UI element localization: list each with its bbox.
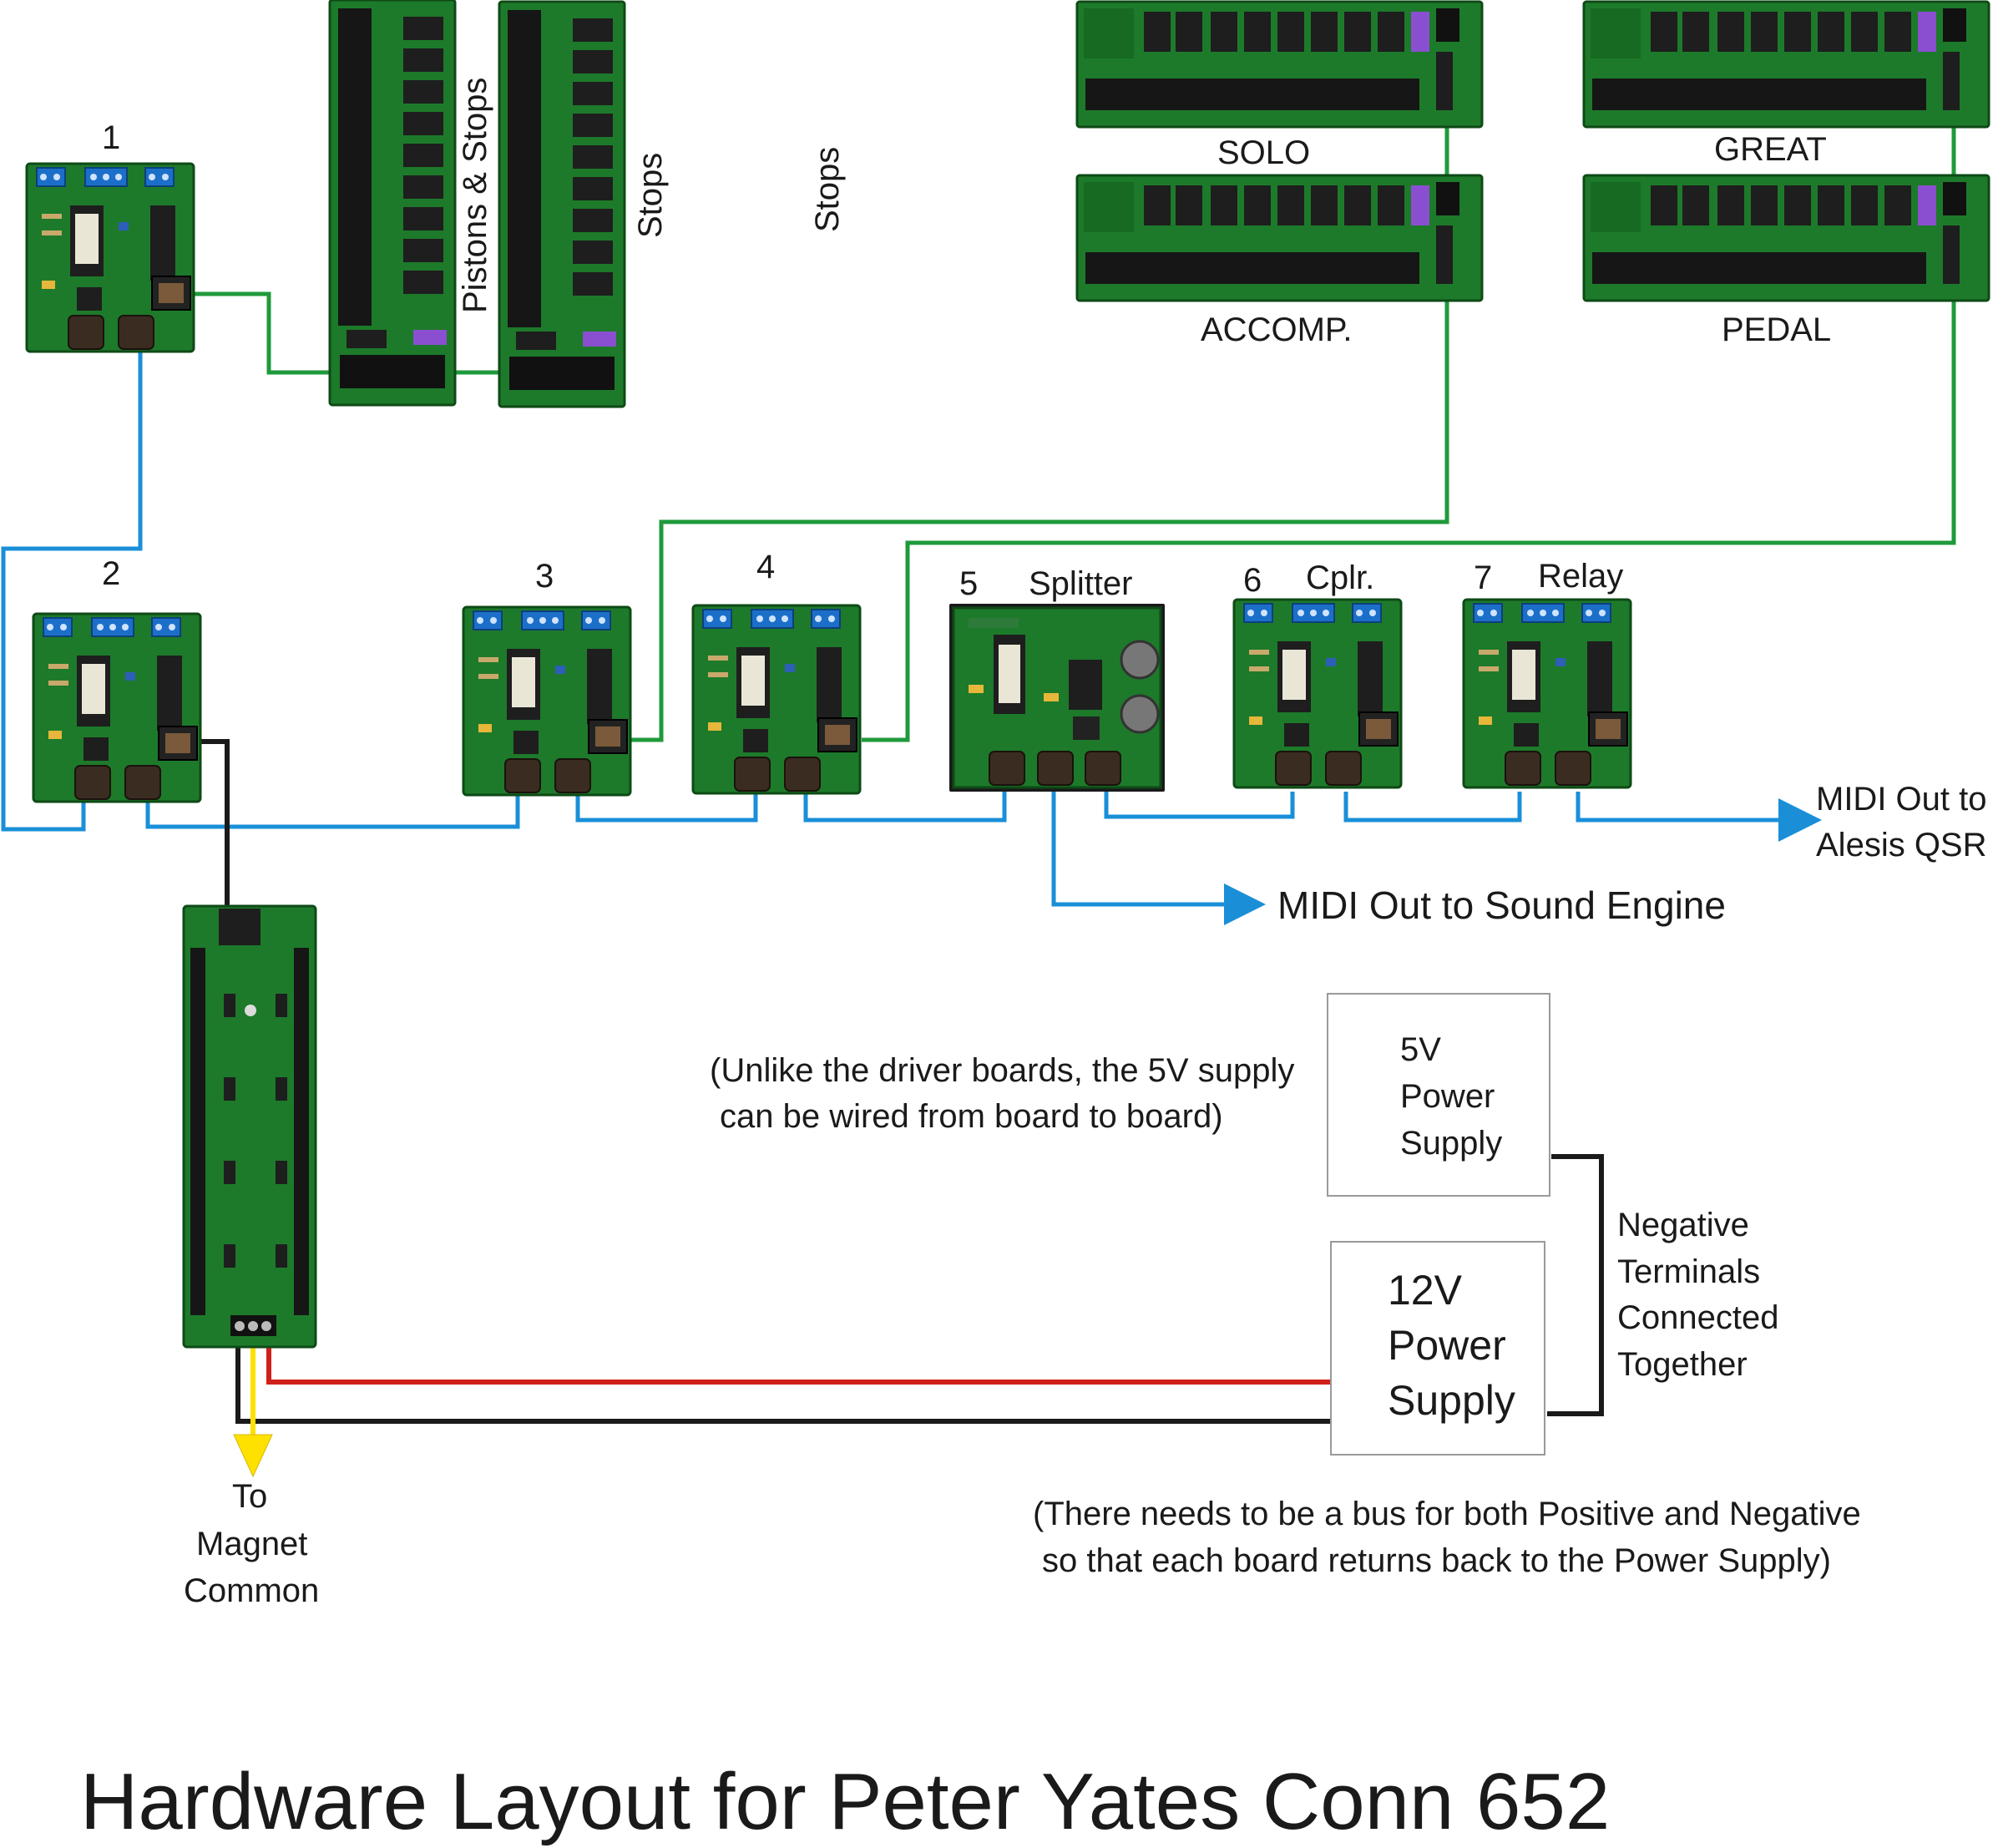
magnet-driver-board bbox=[182, 904, 317, 1349]
hv64-board-accomp bbox=[1075, 174, 1484, 302]
ps12-line2: Power bbox=[1388, 1322, 1506, 1369]
ps12-line3: Supply bbox=[1388, 1377, 1515, 1424]
magnet-note-line2: Magnet bbox=[196, 1526, 307, 1562]
board-name-cplr: Cplr. bbox=[1306, 559, 1374, 596]
magnet-note-line1: To bbox=[232, 1478, 267, 1515]
ps5-line2: Power bbox=[1400, 1078, 1495, 1115]
board-name-splitter: Splitter bbox=[1029, 565, 1133, 602]
blue-wire-board1-board2 bbox=[1, 349, 143, 832]
label-great: GREAT bbox=[1714, 131, 1827, 168]
black-wire-board2-driver bbox=[194, 739, 230, 910]
hv64-board-solo bbox=[1075, 0, 1484, 129]
label-pedal: PEDAL bbox=[1722, 311, 1831, 348]
bus-note-line2: so that each board returns back to the P… bbox=[1042, 1542, 1831, 1579]
ps5-line1: 5V bbox=[1400, 1031, 1441, 1068]
splitter-board bbox=[949, 604, 1165, 792]
blue-wire-board2-board3 bbox=[145, 792, 520, 829]
label-midi-out-qsr-line2: Alesis QSR bbox=[1816, 827, 1987, 863]
hv64-board-pedal bbox=[1582, 174, 1990, 302]
board-number-3: 3 bbox=[535, 558, 554, 595]
arrow-alesis-qsr bbox=[1778, 798, 1822, 842]
ps12-line1: 12V bbox=[1388, 1267, 1463, 1314]
board-number-4: 4 bbox=[756, 549, 775, 585]
arrow-magnet-common bbox=[233, 1434, 273, 1478]
page-title: Hardware Layout for Peter Yates Conn 652 bbox=[80, 1757, 1610, 1846]
black-wire-negatives-together bbox=[1547, 1154, 1604, 1416]
magnet-note-line3: Common bbox=[184, 1572, 319, 1609]
decoder-board-1 bbox=[25, 162, 195, 353]
board-number-1: 1 bbox=[102, 119, 120, 156]
blue-wire-splitter-board6 bbox=[1104, 792, 1295, 819]
blue-wire-splitter-engine bbox=[1051, 792, 1227, 907]
blue-wire-board6-board7 bbox=[1343, 792, 1522, 823]
label-pistons-stops: Pistons & Stops bbox=[457, 78, 493, 313]
bus-note-line1: (There needs to be a bus for both Positi… bbox=[1033, 1496, 1861, 1532]
blue-wire-board7-qsr bbox=[1576, 792, 1783, 823]
label-midi-out-qsr-line1: MIDI Out to bbox=[1816, 781, 1987, 818]
board-number-7: 7 bbox=[1474, 559, 1492, 596]
green-wire-pedal-to-board4 bbox=[862, 301, 1956, 742]
note-5v-line2: can be wired from board to board) bbox=[720, 1098, 1223, 1135]
12v-power-supply-box bbox=[1330, 1241, 1545, 1456]
decoder-board-7 bbox=[1462, 598, 1632, 789]
label-solo: SOLO bbox=[1217, 134, 1310, 171]
green-wire-accomp-to-board3 bbox=[584, 301, 1449, 742]
blue-wire-board3-board4 bbox=[575, 792, 758, 823]
label-stops-b: Stops bbox=[809, 147, 846, 232]
decoder-board-6 bbox=[1232, 598, 1403, 789]
decoder-board-3 bbox=[462, 605, 632, 797]
label-stops-a: Stops bbox=[632, 153, 669, 238]
hv64-board-pistons bbox=[328, 0, 457, 407]
ps5-line3: Supply bbox=[1400, 1125, 1502, 1162]
board-name-relay: Relay bbox=[1538, 558, 1623, 595]
negative-note-line3: Connected bbox=[1617, 1299, 1778, 1336]
green-wire-board1-pistons bbox=[192, 291, 332, 375]
negative-note-line2: Terminals bbox=[1617, 1253, 1760, 1290]
label-midi-out-sound-engine: MIDI Out to Sound Engine bbox=[1277, 883, 1726, 927]
hv64-board-stops bbox=[498, 0, 626, 408]
note-5v-line1: (Unlike the driver boards, the 5V supply bbox=[710, 1052, 1294, 1089]
5v-power-supply-box bbox=[1327, 993, 1550, 1197]
label-accomp: ACCOMP. bbox=[1201, 311, 1353, 348]
decoder-board-4 bbox=[691, 604, 862, 795]
red-wire-12v-positive bbox=[266, 1334, 1332, 1385]
decoder-board-2 bbox=[32, 612, 202, 803]
hv64-board-great bbox=[1582, 0, 1990, 129]
black-wire-12v-negative bbox=[235, 1334, 1332, 1424]
blue-wire-board4-splitter bbox=[803, 792, 1007, 823]
negative-note-line1: Negative bbox=[1617, 1207, 1749, 1243]
board-number-5: 5 bbox=[959, 565, 978, 602]
arrow-sound-engine bbox=[1224, 883, 1266, 925]
board-number-2: 2 bbox=[102, 555, 120, 592]
board-number-6: 6 bbox=[1243, 562, 1262, 599]
negative-note-line4: Together bbox=[1617, 1346, 1748, 1383]
